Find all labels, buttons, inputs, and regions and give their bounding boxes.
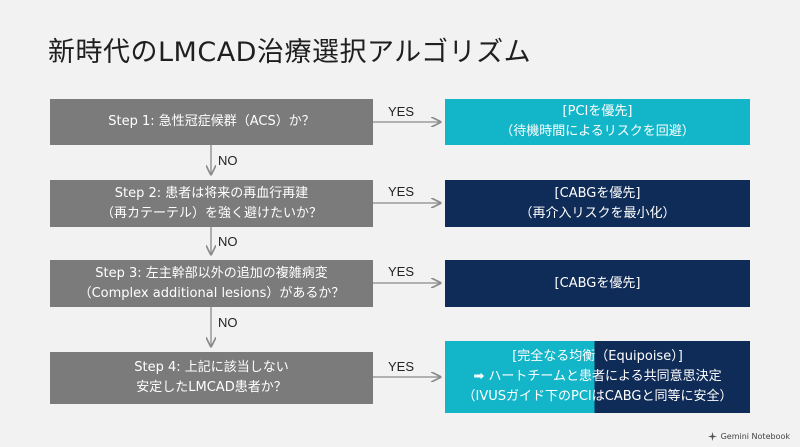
brand-label: Gemini Notebook <box>720 432 790 441</box>
step-2-line-1: Step 2: 患者は将来の再血行再建 <box>114 185 309 201</box>
result-3-line-1: [CABGを優先] <box>554 275 641 291</box>
result-4-line-1: [完全なる均衡（Equipoise）] <box>512 349 683 364</box>
result-box-3: [CABGを優先] <box>445 260 750 307</box>
result-2-line-2: （再介入リスクを最小化） <box>519 205 676 221</box>
result-1-line-2: （待機時間によるリスクを回避） <box>500 124 695 139</box>
brand-watermark: Gemini Notebook <box>707 432 790 441</box>
no-label-1: NO <box>218 153 238 168</box>
yes-label-4: YES <box>388 359 415 374</box>
step-box-4: Step 4: 上記に該当しない 安定したLMCAD患者か？ <box>50 352 373 404</box>
step-4-line-1: Step 4: 上記に該当しない <box>134 360 289 375</box>
yes-label-2: YES <box>388 184 415 199</box>
sparkle-icon <box>707 432 717 441</box>
result-4-line-2: ➡ ハートチームと患者による共同意思決定 <box>473 369 722 384</box>
step-3-line-1: Step 3: 左主幹部以外の追加の複雑病変 <box>95 265 328 281</box>
result-box-4: [完全なる均衡（Equipoise）] ➡ ハートチームと患者による共同意思決定… <box>445 341 750 413</box>
result-box-2: [CABGを優先] （再介入リスクを最小化） <box>445 180 750 227</box>
page-title: 新時代のLMCAD治療選択アルゴリズム <box>48 37 532 68</box>
step-3-line-2: （Complex additional lesions）があるか？ <box>78 285 345 301</box>
yes-label-3: YES <box>388 264 415 279</box>
result-4-line-3: （IVUSガイド下のPCIはCABGと同等に安全） <box>462 389 733 404</box>
no-label-3: NO <box>218 315 238 330</box>
result-2-line-1: [CABGを優先] <box>554 185 641 201</box>
yes-label-1: YES <box>388 104 415 119</box>
step-4-line-2: 安定したLMCAD患者か？ <box>136 380 287 395</box>
result-1-line-1: [PCIを優先] <box>562 104 633 119</box>
step-box-1: Step 1: 急性冠症候群（ACS）か？ <box>50 99 373 145</box>
step-1-line-1: Step 1: 急性冠症候群（ACS）か？ <box>108 114 315 129</box>
result-box-1: [PCIを優先] （待機時間によるリスクを回避） <box>445 99 750 145</box>
step-box-2: Step 2: 患者は将来の再血行再建 （再カテーテル）を強く避けたいか？ <box>50 180 373 227</box>
step-box-3: Step 3: 左主幹部以外の追加の複雑病変 （Complex addition… <box>50 260 373 307</box>
no-label-2: NO <box>218 234 238 249</box>
step-2-line-2: （再カテーテル）を強く避けたいか？ <box>100 205 322 221</box>
